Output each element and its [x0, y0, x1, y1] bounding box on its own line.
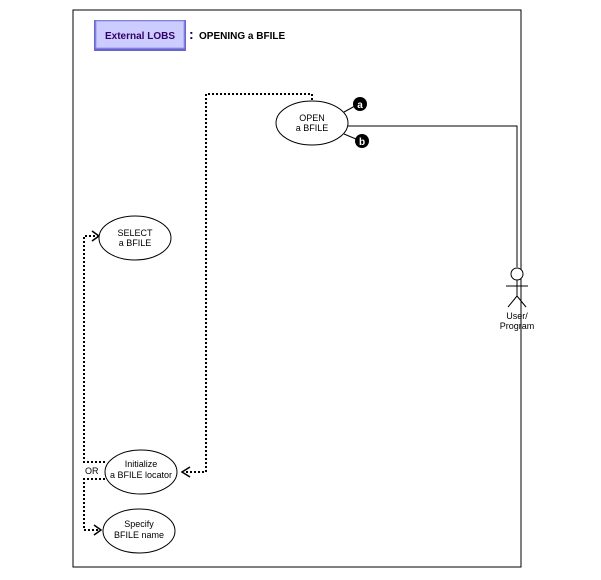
use-case-open-bfile[interactable]: OPEN a BFILE	[275, 100, 349, 146]
svg-text:a BFILE: a BFILE	[119, 238, 152, 248]
use-case-initialize-locator[interactable]: Initialize a BFILE locator	[104, 449, 178, 495]
use-case-select-bfile[interactable]: SELECT a BFILE	[98, 215, 172, 261]
actor-association-line	[348, 125, 518, 267]
badge-b: b	[355, 134, 369, 148]
svg-text:Initialize: Initialize	[125, 459, 158, 469]
page-title: OPENING a BFILE	[199, 31, 285, 42]
actor-user-program	[506, 267, 528, 308]
svg-text:BFILE name: BFILE name	[114, 530, 164, 540]
badge-a: a	[353, 97, 367, 111]
title-separator: :	[189, 26, 194, 42]
svg-text:b: b	[359, 137, 365, 148]
actor-label: Program	[500, 321, 535, 331]
external-lobs-badge: External LOBS	[94, 20, 186, 51]
badge-a-leader	[343, 105, 356, 113]
badge-b-leader	[343, 133, 357, 140]
svg-text:a: a	[357, 100, 363, 111]
svg-text:a BFILE: a BFILE	[296, 123, 329, 133]
arrowhead	[180, 466, 191, 478]
use-case-specify-name[interactable]: Specify BFILE name	[102, 508, 176, 554]
or-label: OR	[85, 466, 99, 476]
svg-text:SELECT: SELECT	[117, 228, 153, 238]
initialize-to-select-connector	[83, 235, 105, 463]
initialize-to-specify-connector	[83, 478, 105, 531]
open-to-initialize-connector	[186, 93, 313, 473]
svg-text:Specify: Specify	[124, 519, 154, 529]
diagram-frame	[72, 9, 522, 568]
actor-label: User/	[506, 311, 528, 321]
svg-text:OPEN: OPEN	[299, 113, 325, 123]
svg-text:a BFILE locator: a BFILE locator	[110, 470, 172, 480]
arrowhead	[93, 524, 103, 536]
badge-label: External LOBS	[105, 31, 175, 42]
